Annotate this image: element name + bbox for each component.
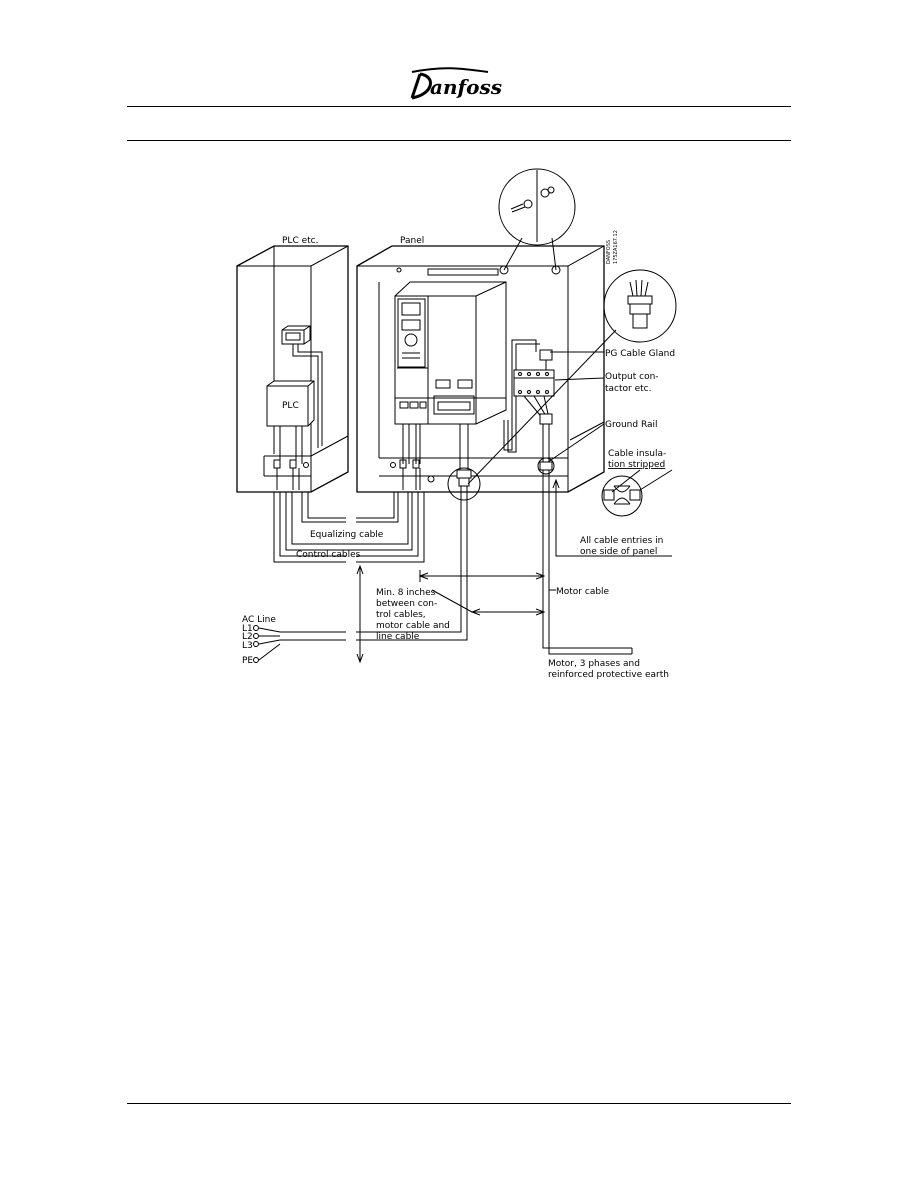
separation-label-1: Min. 8 inches — [376, 588, 436, 598]
insulation-label-1: Cable insula- — [608, 449, 666, 459]
ground-rail-label: Ground Rail — [605, 420, 658, 430]
ac-line-label: AC Line — [242, 615, 276, 625]
insulation-label-2: tion stripped — [608, 460, 665, 470]
detail-screw-circle — [498, 168, 576, 271]
plc-cabinet-label: PLC etc. — [282, 236, 318, 246]
gland-highlight-right — [537, 457, 555, 475]
plc-module — [266, 380, 315, 464]
panel-label: Panel — [400, 236, 424, 246]
plc-label: PLC — [282, 401, 299, 411]
danfoss-logo: anfoss — [410, 67, 502, 100]
control-cables-label: Control cables — [296, 550, 361, 560]
panel-cable-clamps — [390, 459, 421, 490]
motor-cable-label: Motor cable — [556, 587, 610, 597]
equalizing-cable-label: Equalizing cable — [310, 530, 384, 540]
plc-cabinet — [236, 245, 349, 493]
plc-display-box — [281, 325, 323, 448]
pg-cable-gland-label: PG Cable Gland — [605, 349, 675, 359]
separation-label-3: trol cables, — [376, 610, 426, 620]
pe-label: PE — [242, 656, 253, 666]
l1-label: L1 — [242, 624, 253, 634]
l3-label: L3 — [242, 641, 253, 651]
line-cable — [253, 618, 468, 663]
footer-rule — [127, 1103, 791, 1104]
main-panel — [356, 245, 605, 493]
output-contactor-label-2: tactor etc. — [605, 384, 651, 394]
plc-cable-clamps — [273, 459, 309, 490]
frequency-converter — [394, 281, 507, 425]
motor-label-1: Motor, 3 phases and — [548, 659, 640, 669]
separation-label-5: line cable — [376, 632, 420, 642]
detail-pg-gland-circle — [467, 269, 677, 485]
separation-label-4: motor cable and — [376, 621, 450, 631]
output-contactor — [513, 349, 555, 462]
motor-label-2: reinforced protective earth — [548, 670, 669, 680]
cable-entries-label-2: one side of panel — [580, 547, 657, 557]
motor-cable — [542, 628, 633, 655]
header-rule-top — [127, 106, 791, 107]
motor-cable-gland — [456, 469, 472, 618]
ground-rail-gland — [539, 461, 553, 628]
header-rule-bottom — [127, 140, 791, 141]
separation-label-2: between con- — [376, 599, 437, 609]
drawing-code-2: 175ZA167.12 — [613, 230, 619, 264]
drawing-code-1: DANFOSS — [606, 240, 612, 264]
detail-insulation-circle — [601, 475, 643, 517]
control-cables — [273, 492, 425, 563]
leader-lines — [547, 351, 673, 591]
cable-entry-marker — [552, 478, 672, 557]
gland-highlight-left — [447, 467, 481, 501]
svg-text:anfoss: anfoss — [430, 75, 502, 99]
equalizing-cable — [301, 492, 399, 523]
separation-dimension — [356, 564, 546, 664]
cable-entries-label-1: All cable entries in — [580, 536, 663, 546]
output-contactor-label-1: Output con- — [605, 372, 659, 382]
converter-cables — [402, 339, 540, 470]
l2-label: L2 — [242, 632, 253, 642]
